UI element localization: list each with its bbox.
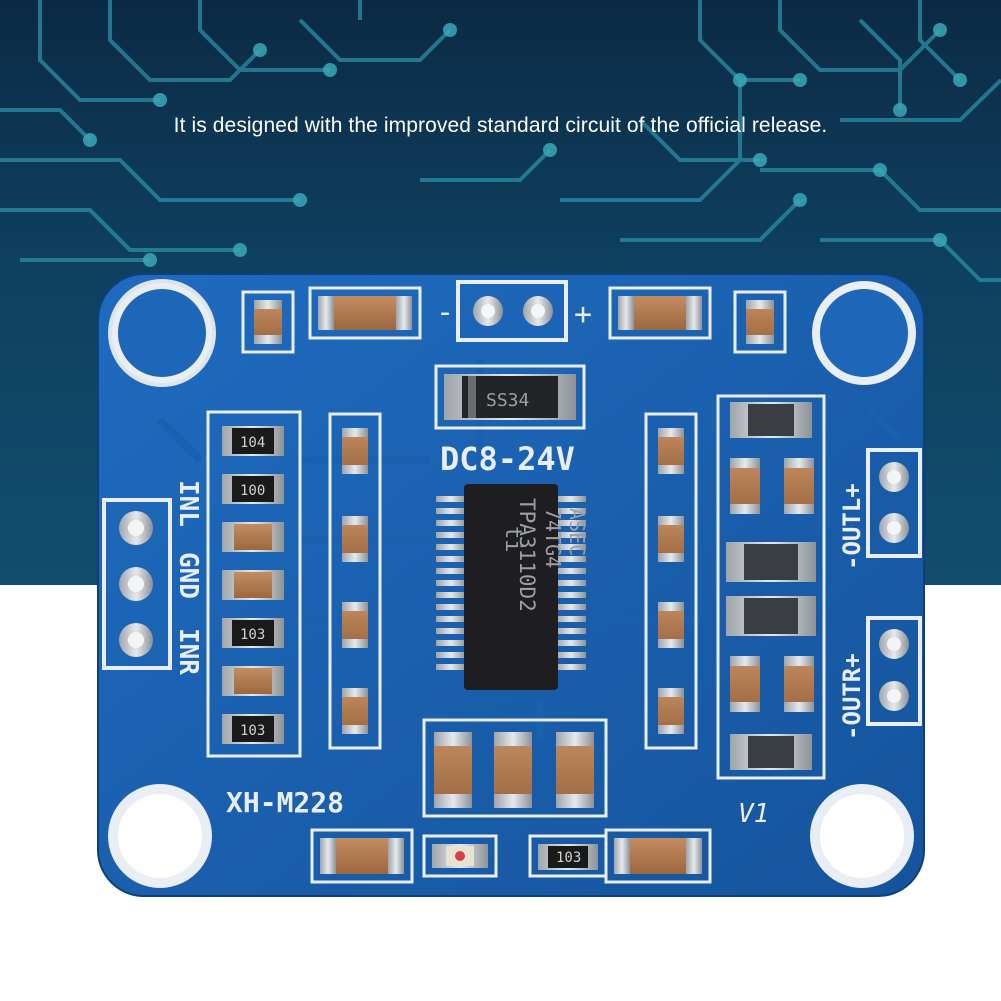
voltage-label: DC8-24V [440,440,575,478]
version-label: V1 [738,799,769,829]
resistor-code-1: 104 [240,435,265,451]
chip-lot-code: ASEC [565,508,589,556]
banner-caption: It is designed with the improved standar… [173,114,828,137]
resistor-code-5: 103 [556,850,581,866]
amplifier-chip [436,484,586,690]
diode-ss34 [434,364,586,430]
top-capacitors [241,286,787,354]
chip-part-number: TPA3110D2 [515,498,539,612]
resistor-code-2: 100 [240,483,265,499]
input-header [102,498,172,670]
plus-label: + [574,297,592,332]
output-left-terminal [866,448,922,558]
output-right-terminal [866,616,922,726]
resistor-code-4: 103 [240,723,265,739]
minus-label: - [436,295,454,330]
bottom-row-components [310,828,712,884]
left-resistor-array [206,410,302,758]
chip-batch-code: 74TG4 [541,508,565,568]
input-label-inl: INL [173,480,203,527]
chip-logo: ti [500,526,525,553]
output-left-label: -OUTL+ [838,483,866,570]
mounting-holes [108,279,916,888]
circuit-trace-pattern [0,0,1001,282]
bottom-capacitors [422,718,608,818]
output-right-label: -OUTR+ [838,653,866,740]
output-filter-block [716,394,826,780]
center-left-capacitors [328,412,382,750]
input-label-inr: INR [173,628,203,675]
model-label: XH-M228 [226,786,344,819]
input-label-gnd: GND [173,552,203,599]
resistor-code-3: 103 [240,627,265,643]
power-terminal [456,280,568,342]
diode-label: SS34 [486,390,529,411]
center-right-capacitors [644,412,698,750]
